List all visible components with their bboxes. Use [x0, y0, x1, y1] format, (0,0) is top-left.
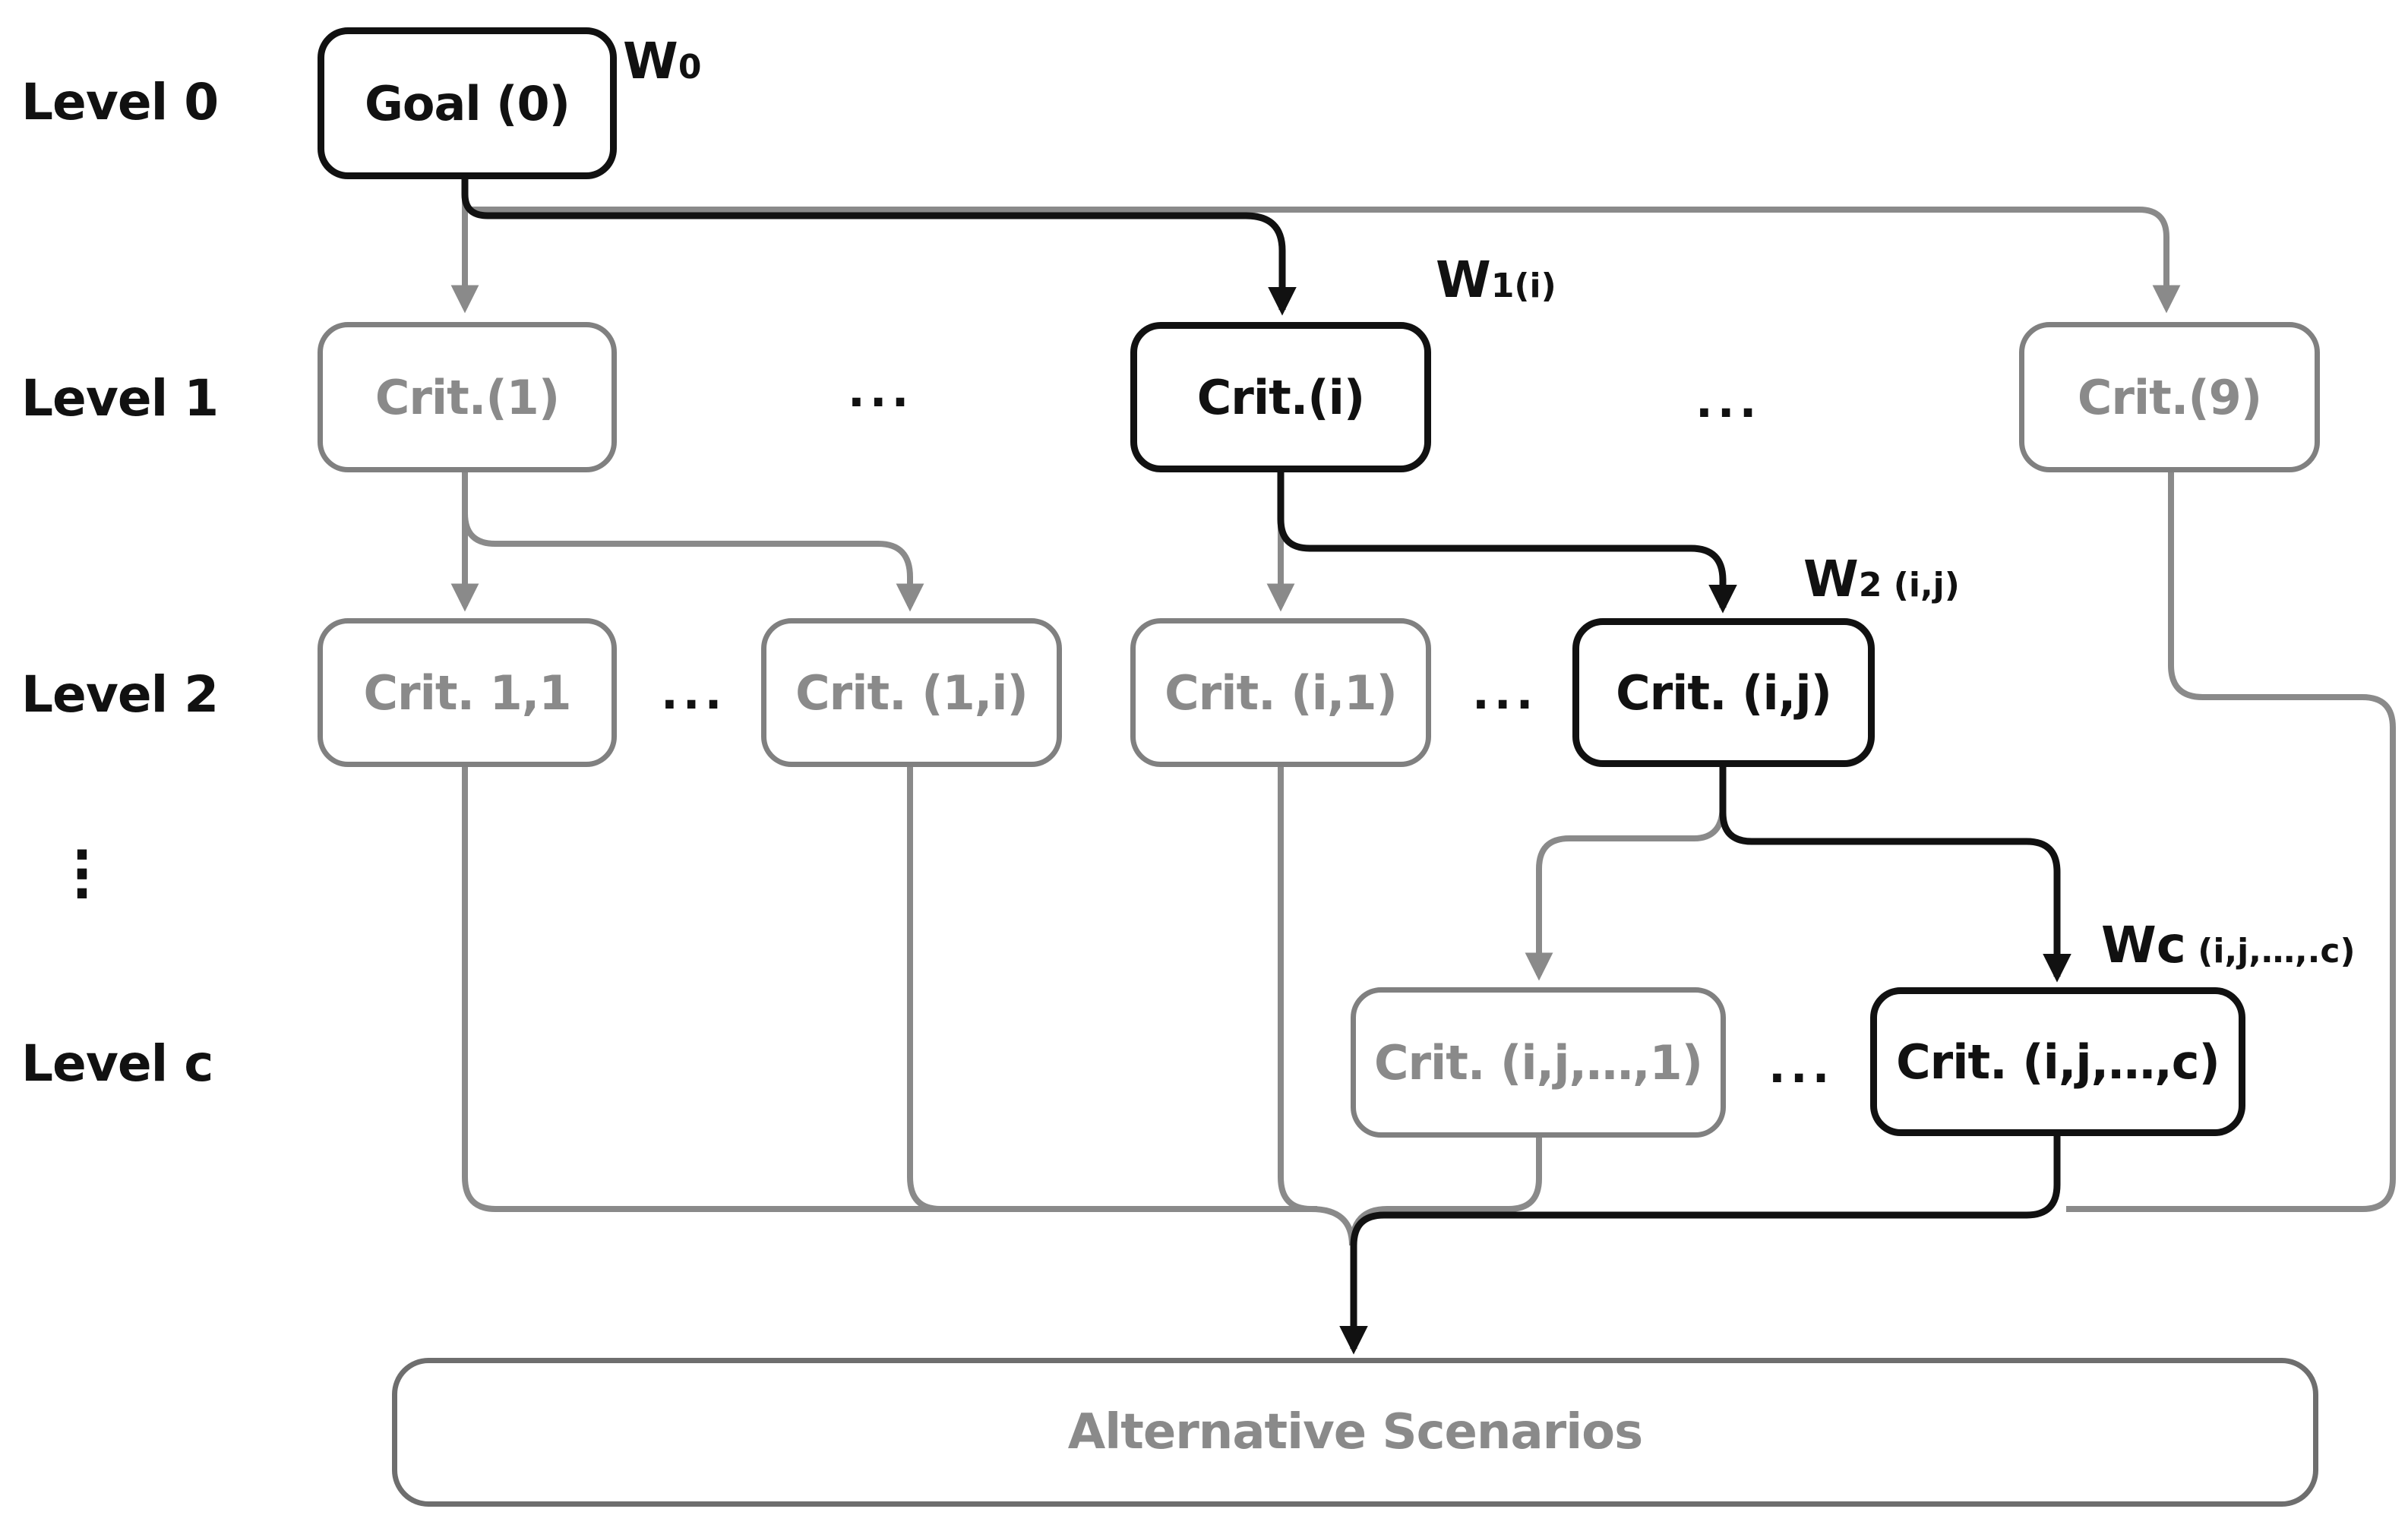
weight-wc: Wc (i,j,…,.c) — [2101, 916, 2356, 974]
edge-crit11-alternatives — [462, 767, 1317, 1212]
crit-i-node: Crit.(i) — [1130, 322, 1431, 472]
goal-node: Goal (0) — [318, 27, 617, 179]
edge-crit1i-alternatives — [907, 767, 941, 1212]
weight-w2: W2 (i,j) — [1803, 550, 1960, 608]
crit-1-1-node: Crit. 1,1 — [318, 618, 617, 767]
level-label-c: Level c — [21, 1034, 213, 1093]
crit-i-j-node: Crit. (i,j) — [1572, 618, 1875, 767]
crit-ij-1-node: Crit. (i,j,…,1) — [1351, 987, 1726, 1138]
edge-crit9-alternatives — [2066, 472, 2396, 1212]
crit-1-node: Crit.(1) — [318, 322, 617, 472]
ellipsis-level1-left: ... — [848, 365, 914, 418]
edge-crit1-crit1i — [462, 513, 924, 612]
edge-critij-critijc — [1719, 767, 2071, 983]
ellipsis-levelc: ... — [1768, 1040, 1834, 1094]
edge-critij-critij1 — [1525, 804, 1726, 981]
alternative-scenarios-node: Alternative Scenarios — [392, 1358, 2318, 1507]
edge-critij1-alternatives — [1349, 1138, 1542, 1246]
crit-ij-c-node: Crit. (i,j,…,c) — [1870, 987, 2245, 1136]
edge-critijc-alternatives — [1339, 1136, 2061, 1355]
crit-i-1-node: Crit. (i,1) — [1130, 618, 1431, 767]
ellipsis-level1-right: ... — [1695, 375, 1762, 428]
level-label-2: Level 2 — [21, 665, 219, 724]
edge-goal-crit9 — [465, 207, 2181, 314]
crit-1-i-node: Crit. (1,i) — [761, 618, 1062, 767]
weight-w1: W1(i) — [1436, 251, 1556, 309]
crit-9-node: Crit.(9) — [2019, 322, 2320, 472]
level-label-1: Level 1 — [21, 369, 219, 428]
edge-goal-criti — [461, 178, 1297, 316]
ellipsis-level2-right: ... — [1472, 667, 1538, 720]
level-label-0: Level 0 — [21, 73, 219, 131]
edge-criti1-alternatives — [1278, 767, 1355, 1246]
weight-w0: W0 — [623, 32, 702, 90]
ellipsis-level2-left: ... — [661, 667, 727, 720]
edge-criti-critij — [1277, 472, 1737, 614]
level-gap-marker: : : — [71, 829, 93, 911]
